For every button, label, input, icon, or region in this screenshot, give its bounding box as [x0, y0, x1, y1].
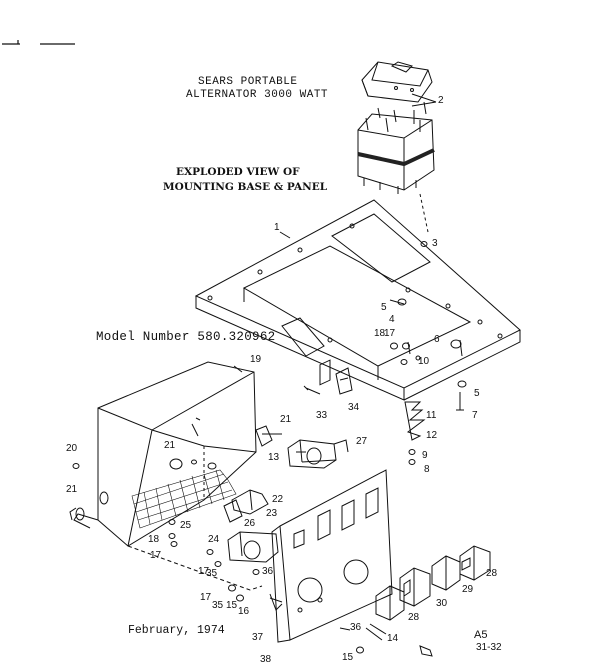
page-code: A5	[474, 629, 488, 641]
view-line-2: MOUNTING BASE & PANEL	[163, 181, 328, 193]
outlet-26	[227, 531, 279, 563]
callout-27: 27	[356, 436, 368, 447]
callout-17c: 17	[384, 328, 396, 339]
callout-36a: 36	[262, 566, 274, 577]
callout-23: 23	[266, 508, 278, 519]
callout-35a: 35	[206, 568, 218, 579]
callout-15b: 15	[226, 600, 238, 611]
callout-8: 8	[424, 464, 430, 475]
callout-3: 3	[432, 238, 438, 249]
callout-5b: 5	[474, 388, 480, 399]
callout-22: 22	[272, 494, 284, 505]
switch-28-bottom	[375, 585, 405, 621]
callout-9: 9	[422, 450, 428, 461]
callout-33: 33	[316, 410, 328, 421]
base-hardware	[390, 241, 467, 465]
control-panel	[269, 359, 393, 643]
callout-26: 26	[244, 518, 256, 529]
callout-17d: 17	[150, 550, 162, 561]
callout-18b: 18	[148, 534, 160, 545]
callout-29: 29	[462, 584, 474, 595]
callout-1: 1	[274, 222, 280, 233]
callout-15a: 15	[342, 652, 354, 663]
housing	[73, 361, 263, 591]
callout-4: 4	[389, 314, 395, 325]
fitting-21	[69, 425, 273, 521]
callout-18a: 18	[374, 328, 386, 339]
callout-6: 6	[434, 334, 440, 345]
callout-19: 19	[250, 354, 262, 365]
callout-13: 13	[268, 452, 280, 463]
breaker-22	[223, 489, 269, 523]
small-hardware-left	[72, 463, 260, 602]
title-line-1: SEARS PORTABLE	[198, 76, 298, 88]
mounting-base	[194, 199, 521, 401]
callout-12: 12	[426, 430, 438, 441]
title-line-2: ALTERNATOR 3000 WATT	[186, 89, 329, 101]
callout-28b: 28	[408, 612, 420, 623]
bracket-34	[303, 367, 353, 395]
leader-dashed	[419, 193, 429, 233]
grille	[131, 469, 237, 529]
callout-37: 37	[252, 632, 264, 643]
callout-7: 7	[472, 410, 478, 421]
callout-36b: 36	[350, 622, 362, 633]
view-line-1: EXPLODED VIEW OF	[176, 166, 300, 178]
transformer-cover	[361, 61, 433, 103]
corner-mark	[2, 40, 75, 45]
callout-11: 11	[426, 410, 437, 421]
transformer	[357, 113, 435, 194]
callout-34: 34	[348, 402, 360, 413]
callout-30: 30	[436, 598, 448, 609]
callout-21b: 21	[164, 440, 176, 451]
callout-25: 25	[180, 520, 192, 531]
callout-16: 16	[238, 606, 250, 617]
callout-5a: 5	[381, 302, 387, 313]
callout-35b: 35	[212, 600, 224, 611]
outlet-27	[287, 439, 349, 469]
callout-21c: 21	[66, 484, 78, 495]
callout-2: 2	[438, 95, 444, 106]
callout-24: 24	[208, 534, 220, 545]
switch-29	[431, 555, 461, 591]
callout-28a: 28	[486, 568, 498, 579]
lower-hardware	[339, 623, 433, 657]
callout-20: 20	[66, 443, 78, 454]
date: February, 1974	[128, 624, 225, 637]
callout-14: 14	[387, 633, 399, 644]
callout-17b: 17	[200, 592, 212, 603]
callout-21a: 21	[280, 414, 292, 425]
callout-10: 10	[418, 356, 430, 367]
callout-17a: 17	[198, 566, 210, 577]
model-number: Model Number 580.320962	[96, 330, 276, 344]
callout-38: 38	[260, 654, 272, 665]
leader-lines	[233, 93, 463, 453]
callout-31-32: 31-32	[476, 642, 502, 653]
